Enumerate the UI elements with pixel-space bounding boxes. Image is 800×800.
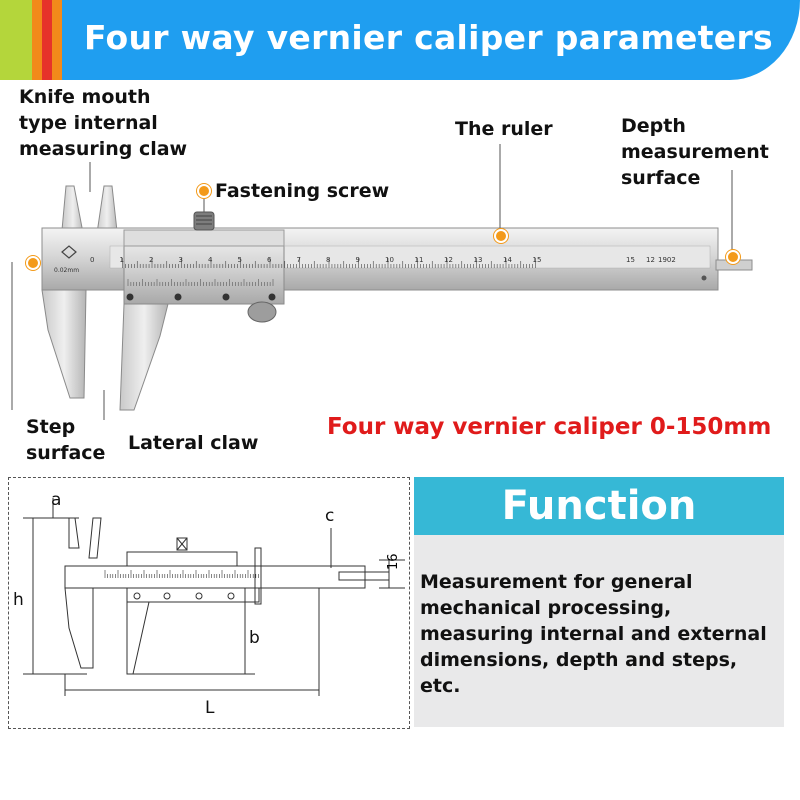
- svg-text:12: 12: [646, 256, 655, 264]
- dimension-drawing: 16: [23, 498, 405, 696]
- function-panel: Measurement for general mechanical proce…: [414, 535, 784, 727]
- dimension-diagram: 16 a c h b L: [8, 477, 410, 729]
- callout-dot-screw: [197, 184, 211, 198]
- label-ruler: The ruler: [455, 118, 553, 140]
- svg-text:0.02mm: 0.02mm: [54, 267, 79, 274]
- thumb-wheel: [247, 301, 277, 323]
- scale-number: 1: [120, 256, 124, 264]
- lower-fixed-jaw: [41, 289, 87, 399]
- scale-number: 3: [179, 256, 183, 264]
- scale-number: 13: [474, 256, 483, 264]
- function-description: Measurement for general mechanical proce…: [420, 571, 767, 697]
- callout-dot-depth: [726, 250, 740, 264]
- header: Four way vernier caliper parameters: [0, 0, 800, 84]
- caliper-range-subtitle: Four way vernier caliper 0-150mm: [327, 414, 772, 440]
- label-depth-surface: Depth measurement surface: [621, 115, 769, 189]
- svg-text:16: 16: [386, 553, 401, 570]
- header-stripe-orange-2: [52, 0, 62, 80]
- scale-number: 6: [267, 256, 272, 264]
- dim-label-a: a: [51, 490, 62, 510]
- label-knife-mouth: Knife mouth type internal measuring claw: [19, 86, 188, 160]
- scale-number: 11: [415, 256, 424, 264]
- dim-label-b: b: [249, 628, 260, 648]
- function-header: Function: [414, 477, 784, 535]
- scale-number: 7: [297, 256, 301, 264]
- header-stripe-orange: [32, 0, 42, 80]
- vernier-top-plate: [123, 229, 285, 247]
- dim-label-h: h: [13, 590, 24, 610]
- caliper-logo: [61, 245, 77, 259]
- svg-text:1902: 1902: [658, 256, 676, 264]
- scale-number: 2: [149, 256, 153, 264]
- scale-number: 9: [356, 256, 360, 264]
- page-title: Four way vernier caliper parameters: [84, 18, 773, 57]
- label-fastening-screw: Fastening screw: [215, 180, 390, 202]
- scale-number: 4: [208, 256, 213, 264]
- scale-number: 12: [444, 256, 453, 264]
- scale-number: 14: [503, 256, 512, 264]
- dim-label-c: c: [325, 506, 335, 526]
- label-lateral-claw: Lateral claw: [128, 432, 259, 454]
- lower-sliding-jaw: [119, 303, 169, 411]
- screw-body: [193, 211, 215, 231]
- scale-number: 10: [385, 256, 394, 264]
- function-title: Function: [501, 483, 697, 529]
- scale-number: 0: [90, 256, 94, 264]
- svg-text:15: 15: [626, 256, 635, 264]
- scale-number: 15: [533, 256, 542, 264]
- scale-number: 5: [238, 256, 242, 264]
- header-stripe-red: [42, 0, 52, 80]
- callout-dot-ruler: [494, 229, 508, 243]
- scale-number: 8: [326, 256, 330, 264]
- dim-label-L: L: [205, 698, 215, 718]
- callout-dot-step: [26, 256, 40, 270]
- label-step-surface: Step surface: [26, 416, 106, 464]
- title-band: [62, 0, 800, 80]
- header-stripe-green: [0, 0, 32, 80]
